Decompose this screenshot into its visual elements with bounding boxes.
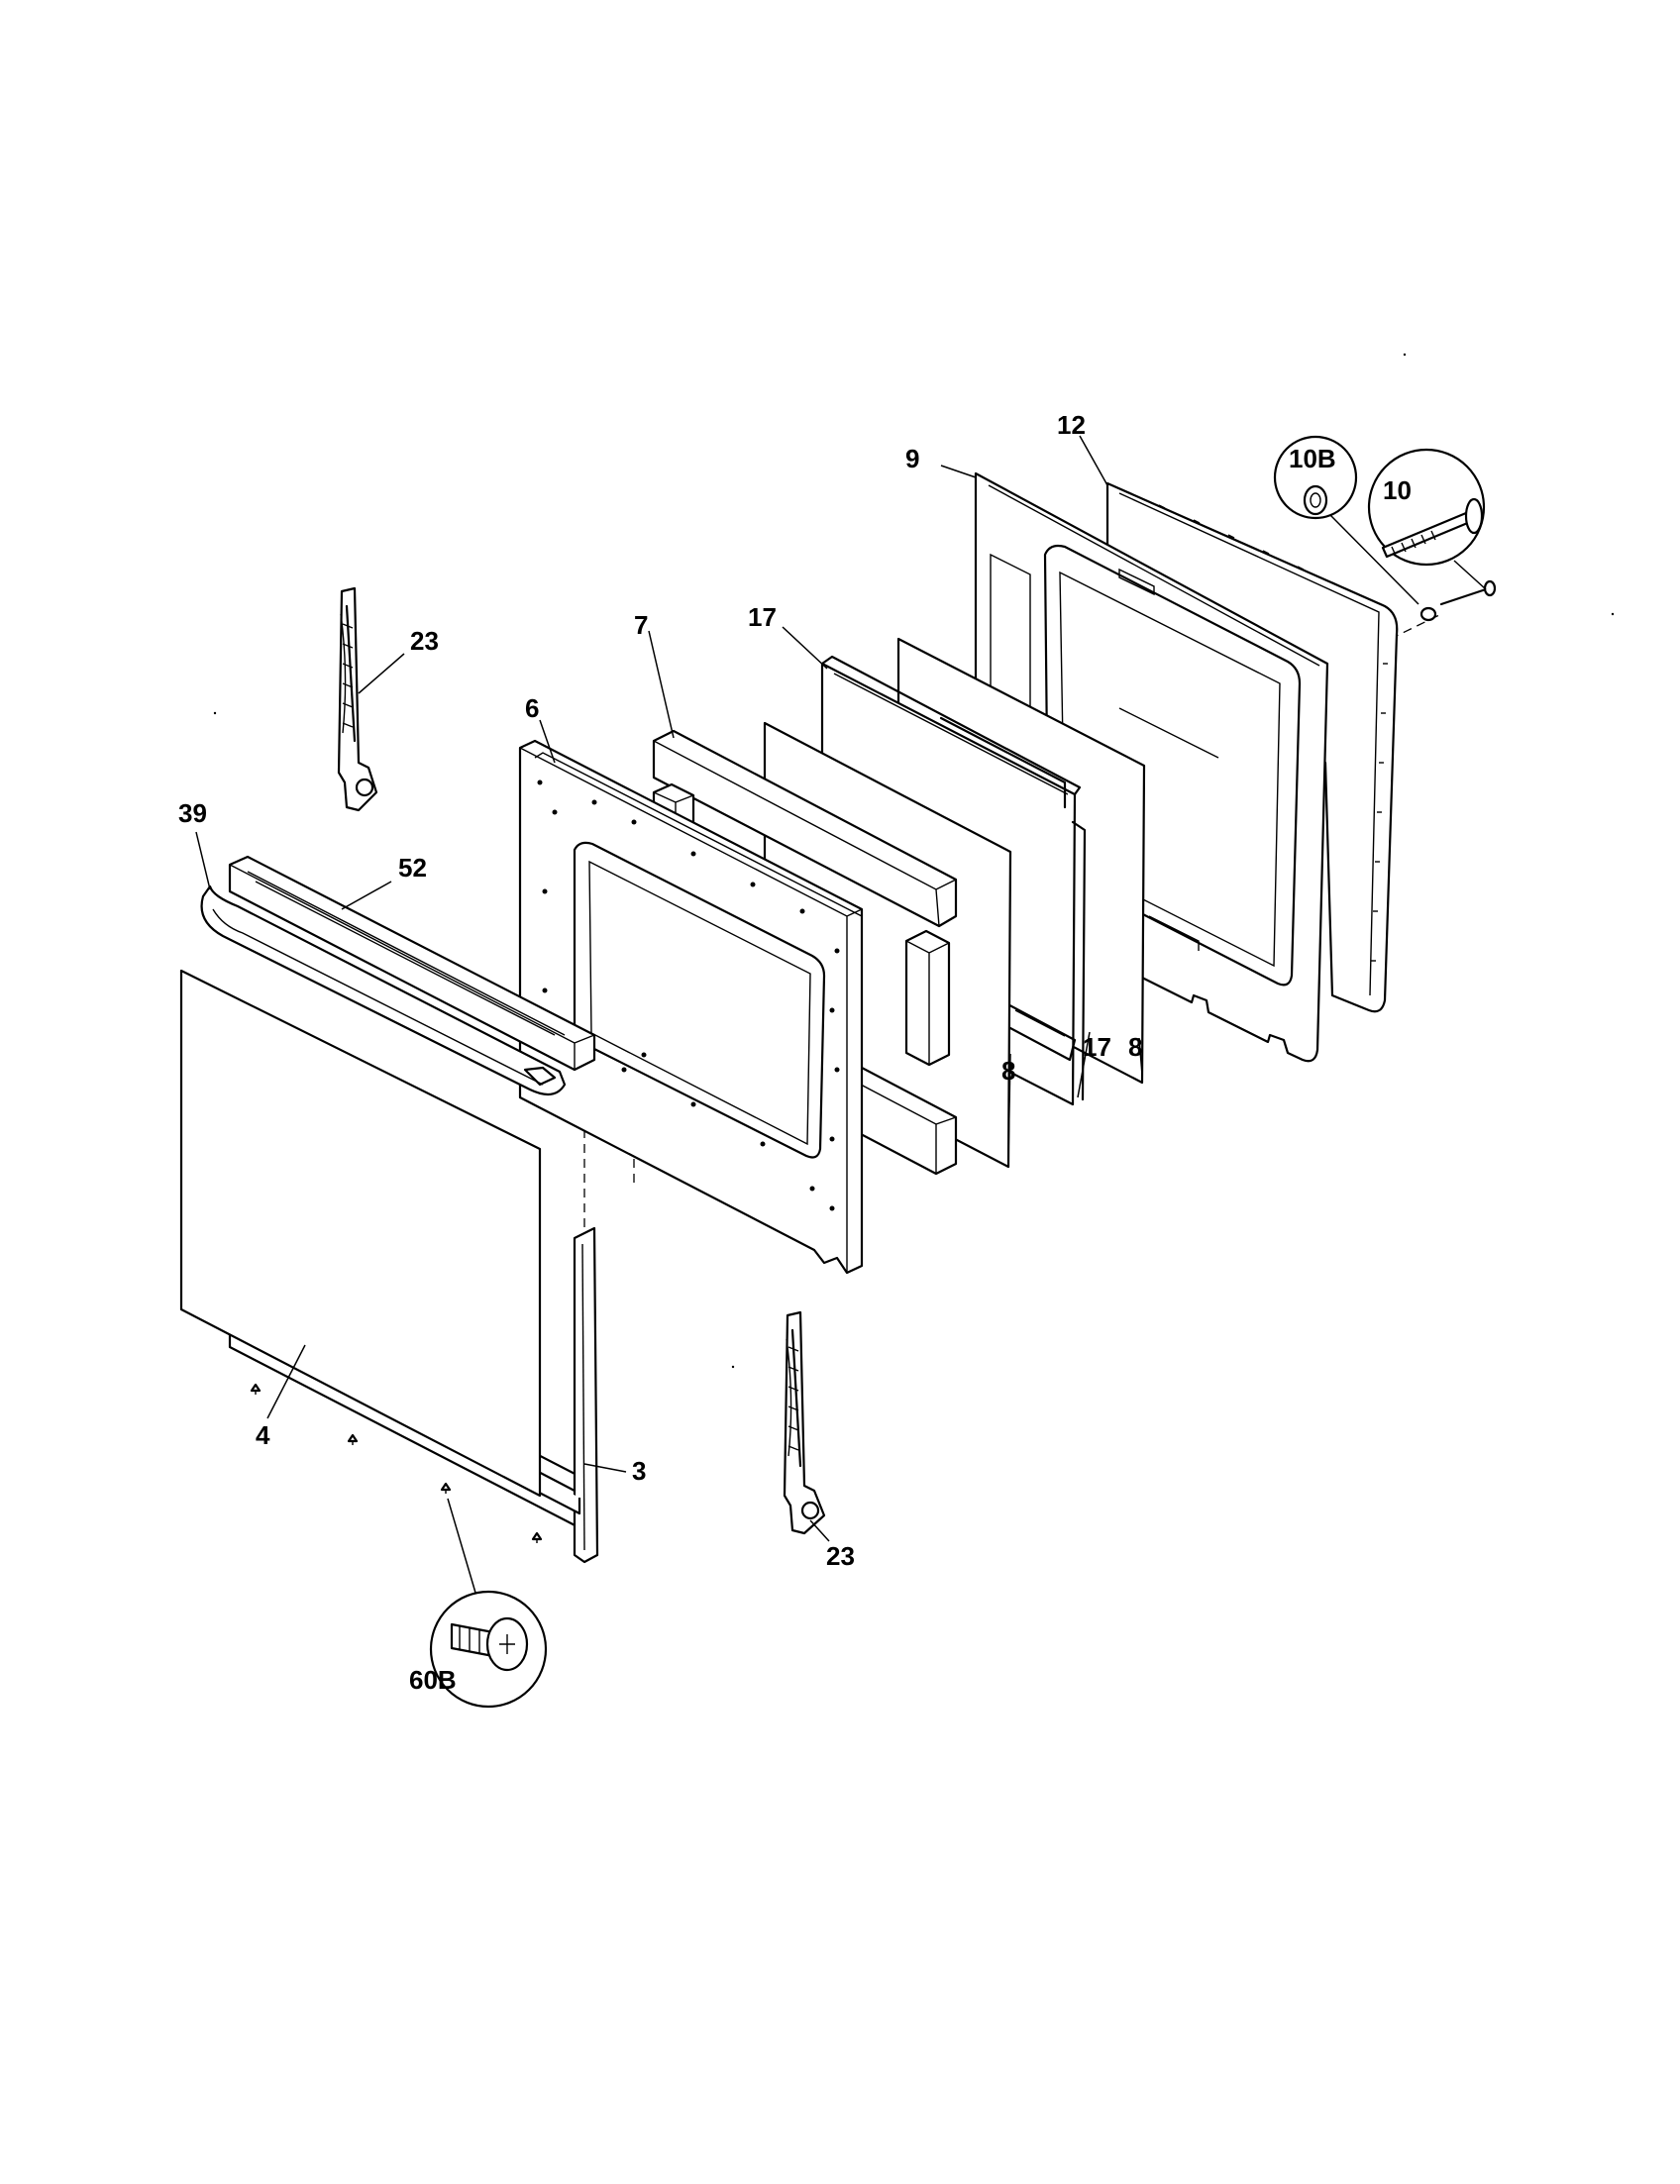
callout-10: 10 bbox=[1383, 475, 1412, 505]
callout-10b: 10B bbox=[1289, 444, 1336, 473]
callout-4: 4 bbox=[256, 1420, 270, 1450]
part-door-panel bbox=[518, 739, 864, 1275]
callout-17-bottom: 17 bbox=[1083, 1032, 1111, 1062]
specks bbox=[213, 353, 1615, 1369]
callout-8-right: 8 bbox=[1128, 1032, 1142, 1062]
callout-3: 3 bbox=[632, 1456, 646, 1486]
part-hinge-top bbox=[337, 586, 378, 812]
part-door-handle bbox=[200, 884, 567, 1096]
detail-bubble-frame-screw bbox=[429, 1498, 548, 1709]
detail-bubble-washer bbox=[1273, 435, 1419, 605]
detail-bubble-screw bbox=[1367, 448, 1487, 590]
callout-39: 39 bbox=[178, 798, 207, 828]
callout-23-bottom: 23 bbox=[826, 1541, 855, 1571]
callout-23-top: 23 bbox=[410, 626, 439, 656]
callout-8-mid: 8 bbox=[1001, 1056, 1015, 1086]
leader-lines bbox=[195, 435, 1143, 1542]
callout-60b: 60B bbox=[409, 1665, 457, 1695]
callout-52: 52 bbox=[398, 853, 427, 883]
callout-9: 9 bbox=[905, 444, 919, 473]
callout-labels: 12 9 10B 10 23 7 17 6 39 52 8 8 17 4 3 2… bbox=[178, 410, 1412, 1695]
frame-screws bbox=[250, 1383, 543, 1543]
callout-12: 12 bbox=[1057, 410, 1086, 440]
part-handle-trim bbox=[228, 855, 596, 1072]
callout-7: 7 bbox=[634, 610, 648, 640]
part-hinge-bottom bbox=[783, 1310, 826, 1535]
part-screw-installed bbox=[1419, 579, 1497, 622]
callout-6: 6 bbox=[525, 693, 539, 723]
callout-17-top: 17 bbox=[748, 602, 777, 632]
part-outer-glass bbox=[179, 969, 542, 1498]
